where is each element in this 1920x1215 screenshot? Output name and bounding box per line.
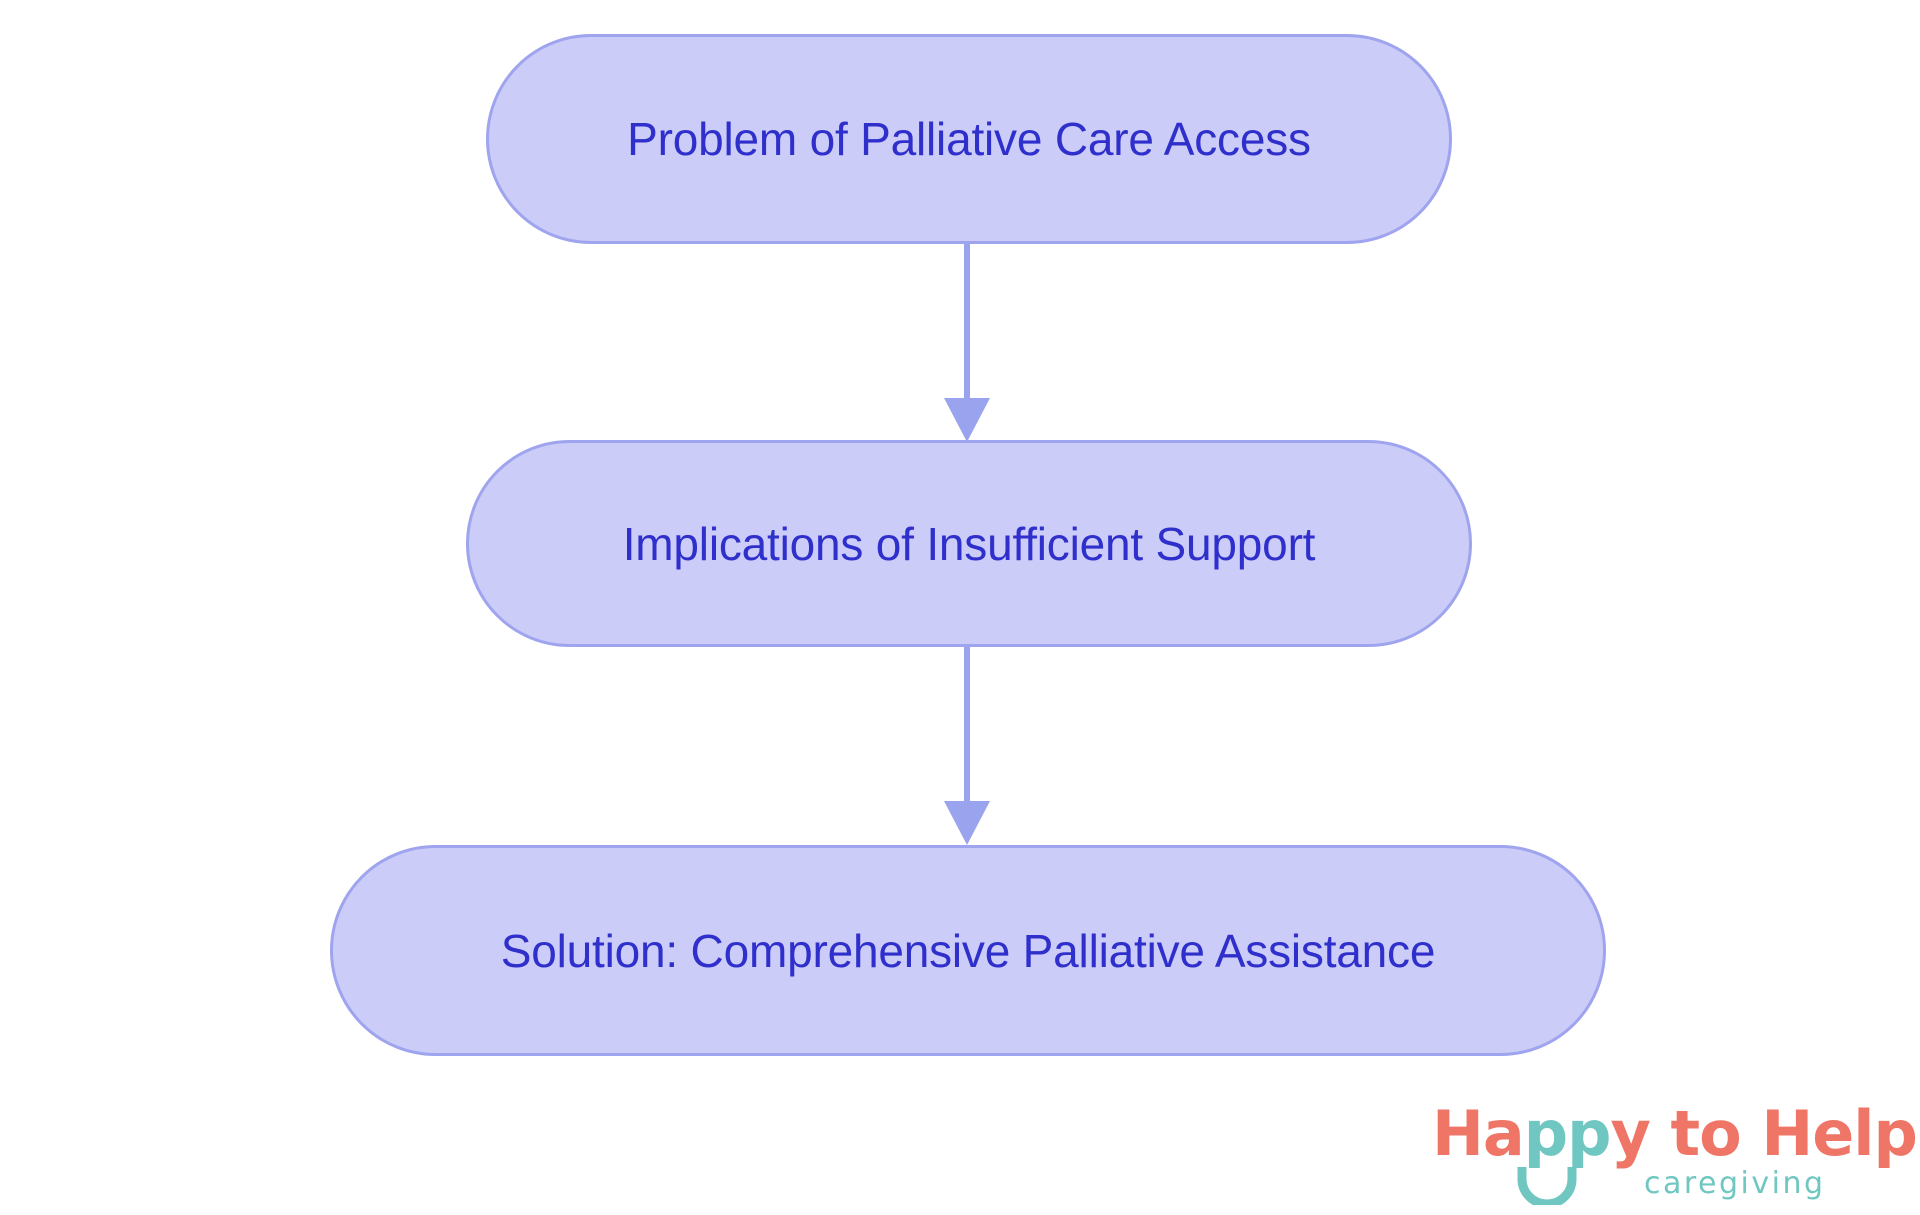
flow-node-problem[interactable]: Problem of Palliative Care Access	[486, 34, 1452, 244]
flow-node-implications-label: Implications of Insufficient Support	[622, 517, 1316, 570]
flow-node-implications[interactable]: Implications of Insufficient Support	[466, 440, 1472, 647]
brand-logo-to-help: to Help	[1649, 1097, 1918, 1170]
brand-logo-ha: Ha	[1432, 1097, 1525, 1170]
edge-implications-to-solution	[944, 647, 990, 845]
brand-logo-wordmark: Happy to Help	[1432, 1103, 1918, 1165]
brand-logo: Happy to Help caregiving	[1432, 1103, 1918, 1211]
edge-problem-to-implications	[944, 244, 990, 442]
flow-node-problem-label: Problem of Palliative Care Access	[627, 113, 1311, 165]
flow-node-solution-label: Solution: Comprehensive Palliative Assis…	[500, 924, 1436, 977]
brand-logo-y: y	[1610, 1097, 1651, 1170]
brand-logo-pp: pp	[1523, 1097, 1612, 1170]
smile-arc-icon	[1517, 1167, 1577, 1205]
flow-node-solution[interactable]: Solution: Comprehensive Palliative Assis…	[330, 845, 1606, 1056]
brand-logo-tagline: caregiving	[1644, 1166, 1826, 1201]
